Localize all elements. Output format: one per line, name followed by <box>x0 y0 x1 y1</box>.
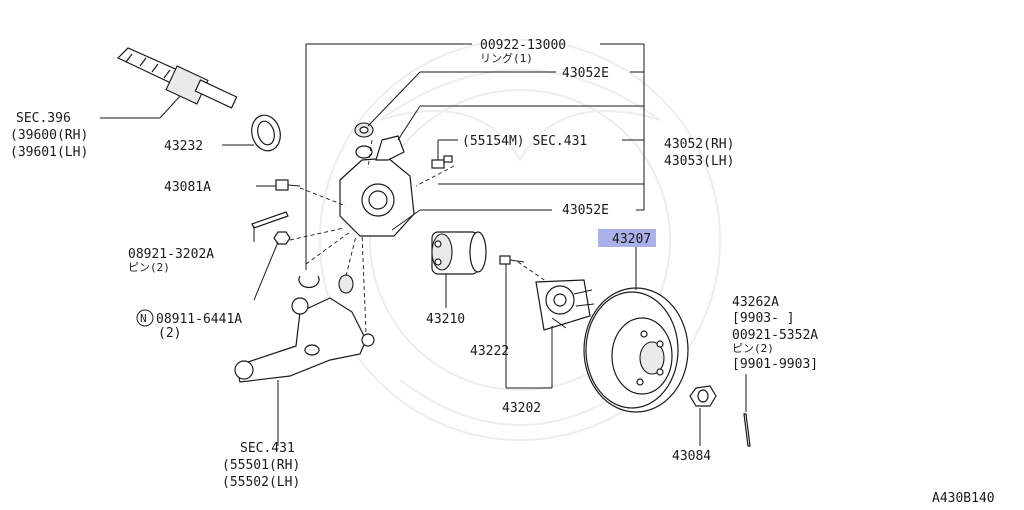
label-nut-prefix: N <box>140 312 147 325</box>
figure-code: A430B140 <box>932 491 995 506</box>
label-driveshaft-sec[interactable]: SEC.396 <box>16 111 71 126</box>
label-pin-partno[interactable]: 08921-3202A <box>128 247 214 262</box>
label-knuckle-e-bottom[interactable]: 43052E <box>562 203 609 218</box>
seal-ring[interactable] <box>248 112 284 154</box>
label-cotter-date: [9903- ] <box>732 311 795 326</box>
label-driveshaft-lh[interactable]: (39601(LH) <box>10 145 88 160</box>
label-bolt[interactable]: 43081A <box>164 180 211 195</box>
cotter-pin[interactable] <box>743 413 751 447</box>
label-highlight-part[interactable]: 43207 <box>612 232 651 247</box>
label-hub[interactable]: 43202 <box>502 401 541 416</box>
label-sensor-ref[interactable]: (55154M) SEC.431 <box>462 134 587 149</box>
label-knuckle-lh[interactable]: 43053(LH) <box>664 154 734 169</box>
leader-lines <box>305 43 645 270</box>
label-ring-desc: リング(1) <box>480 51 533 65</box>
hub-bolt[interactable] <box>499 255 525 265</box>
label-arm-sec[interactable]: SEC.431 <box>240 441 295 456</box>
hex-nut[interactable] <box>273 231 291 245</box>
label-seal[interactable]: 43232 <box>164 139 203 154</box>
label-cotter-pin-desc: ピン(2) <box>732 342 774 355</box>
wheel-speed-sensor[interactable] <box>431 155 453 169</box>
label-driveshaft-rh[interactable]: (39600(RH) <box>10 128 88 143</box>
label-hub-bolt[interactable]: 43222 <box>470 344 509 359</box>
lower-bushing[interactable] <box>338 274 354 294</box>
cap-nut[interactable] <box>689 385 717 407</box>
steering-knuckle[interactable] <box>339 135 415 237</box>
wheel-bearing[interactable] <box>431 231 487 275</box>
label-cap-nut[interactable]: 43084 <box>672 449 711 464</box>
label-cotter-pin-partno[interactable]: 00921-5352A <box>732 328 818 343</box>
label-arm-lh[interactable]: (55502(LH) <box>222 475 300 490</box>
nut-circle-marker <box>136 309 154 327</box>
label-pin-desc: ピン(2) <box>128 261 170 274</box>
label-bearing[interactable]: 43210 <box>426 312 465 327</box>
bushing[interactable] <box>354 122 374 138</box>
label-nut-qty: (2) <box>158 326 181 341</box>
highlight-box[interactable] <box>598 229 656 247</box>
pin[interactable] <box>251 211 289 229</box>
label-cotter-partno[interactable]: 43262A <box>732 295 779 310</box>
label-arm-rh[interactable]: (55501(RH) <box>222 458 300 473</box>
brake-disc-rotor[interactable] <box>583 287 689 413</box>
knuckle-bolt[interactable] <box>275 179 301 191</box>
label-cotter-pin-date: [9901-9903] <box>732 357 818 372</box>
lower-control-arm[interactable] <box>234 297 375 383</box>
snap-ring[interactable] <box>298 275 320 289</box>
label-knuckle-rh[interactable]: 43052(RH) <box>664 137 734 152</box>
wheel-hub[interactable] <box>535 279 595 331</box>
drive-shaft[interactable] <box>116 47 238 109</box>
label-knuckle-e-top[interactable]: 43052E <box>562 66 609 81</box>
label-nut-partno[interactable]: 08911-6441A <box>156 312 242 327</box>
label-ring-partno[interactable]: 00922-13000 <box>480 38 566 53</box>
